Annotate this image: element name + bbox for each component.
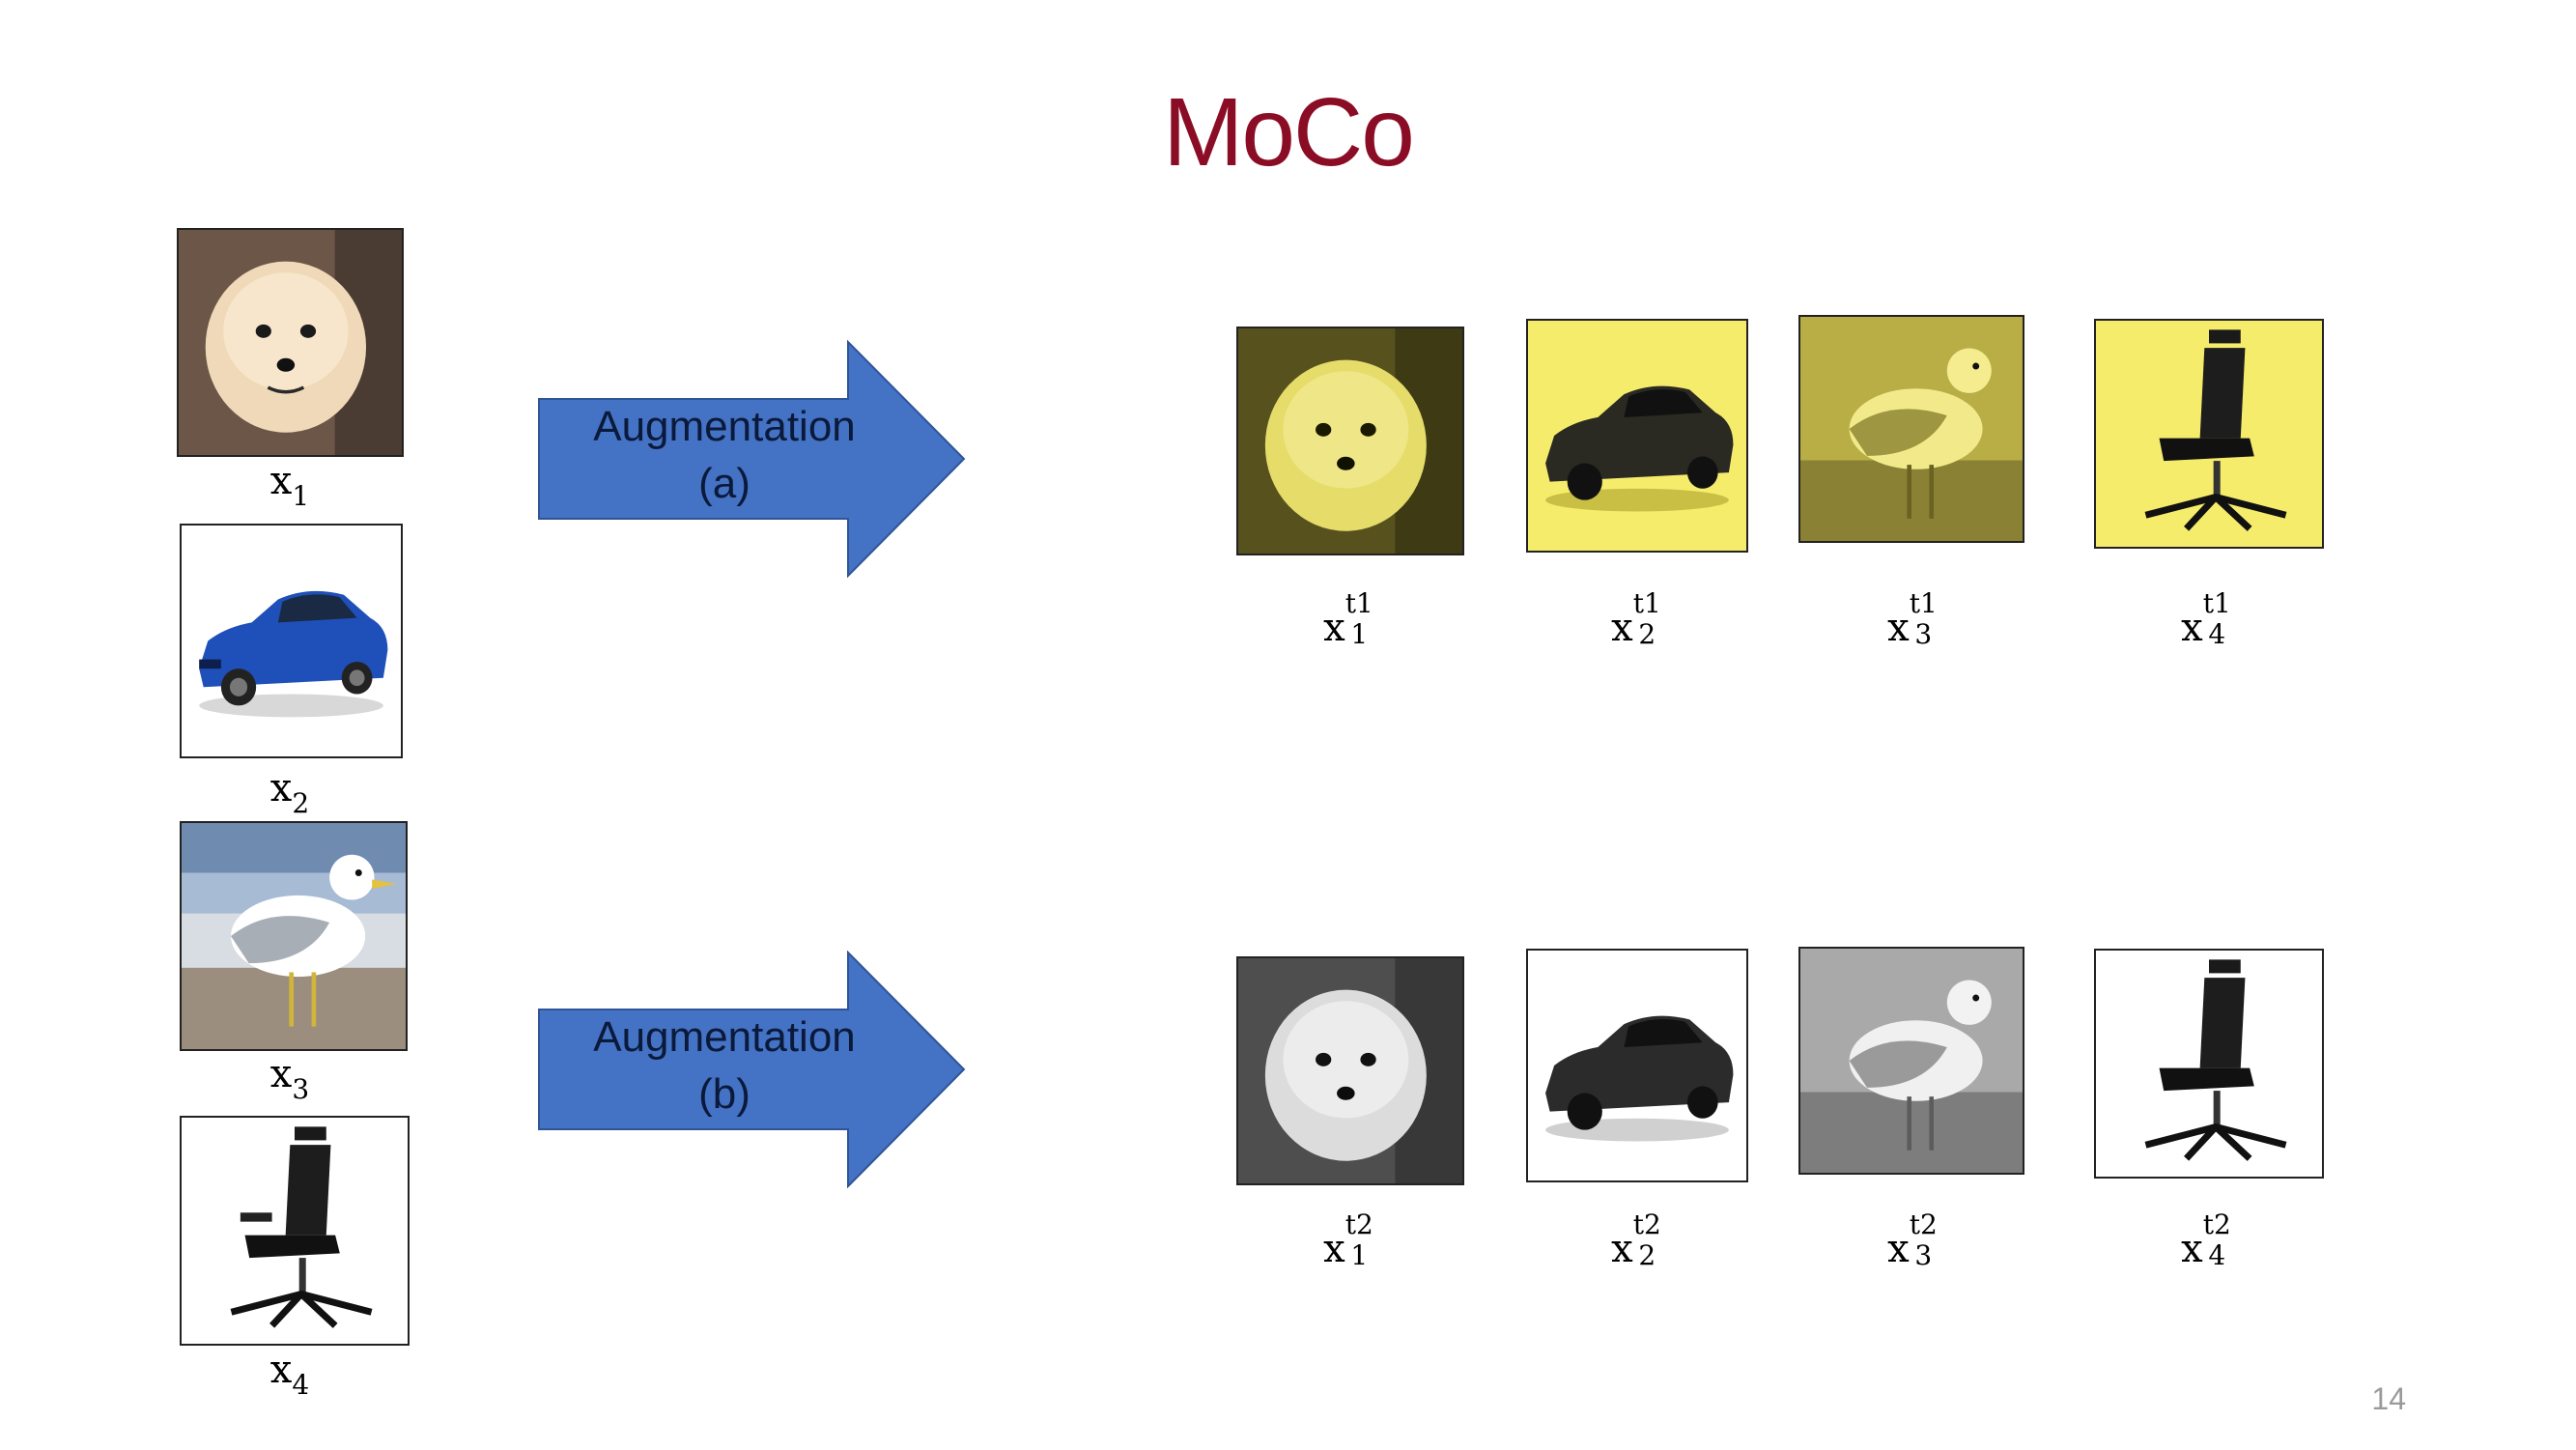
input-label-x2: x2 [269,766,310,819]
seagull-icon [1800,949,2023,1173]
page-number: 14 [2371,1381,2406,1416]
augmentation-b-arrow [538,951,966,1188]
dog-icon [1238,958,1462,1183]
input-image-car [180,524,403,758]
output-a-seagull [1798,315,2024,543]
chair-icon [2096,321,2322,547]
dog-icon [1238,328,1462,554]
output-b-car [1526,949,1748,1182]
input-label-x3: x3 [269,1052,310,1105]
output-a-car [1526,319,1748,553]
dog-icon [179,230,402,455]
output-b-dog [1236,956,1464,1185]
seagull-icon [1800,317,2023,541]
augmentation-a-label: Augmentation (a) [593,403,856,508]
chair-icon [182,1118,408,1344]
augmentation-a-arrow [538,340,966,578]
car-icon [1528,951,1746,1180]
input-image-dog [177,228,404,457]
output-b-seagull [1798,947,2024,1175]
input-label-x1: x1 [269,459,310,512]
output-a-chair [2094,319,2324,549]
augmentation-b-label: Augmentation (b) [593,1013,856,1119]
chair-icon [2096,951,2322,1177]
car-icon [1528,321,1746,551]
car-icon [182,526,401,756]
slide-title: MoCo [1163,78,1415,186]
input-label-x4: x4 [269,1348,310,1401]
output-a-dog [1236,327,1464,555]
output-b-chair [2094,949,2324,1179]
input-image-chair [180,1116,410,1346]
input-image-seagull [180,821,408,1051]
seagull-icon [182,823,406,1049]
